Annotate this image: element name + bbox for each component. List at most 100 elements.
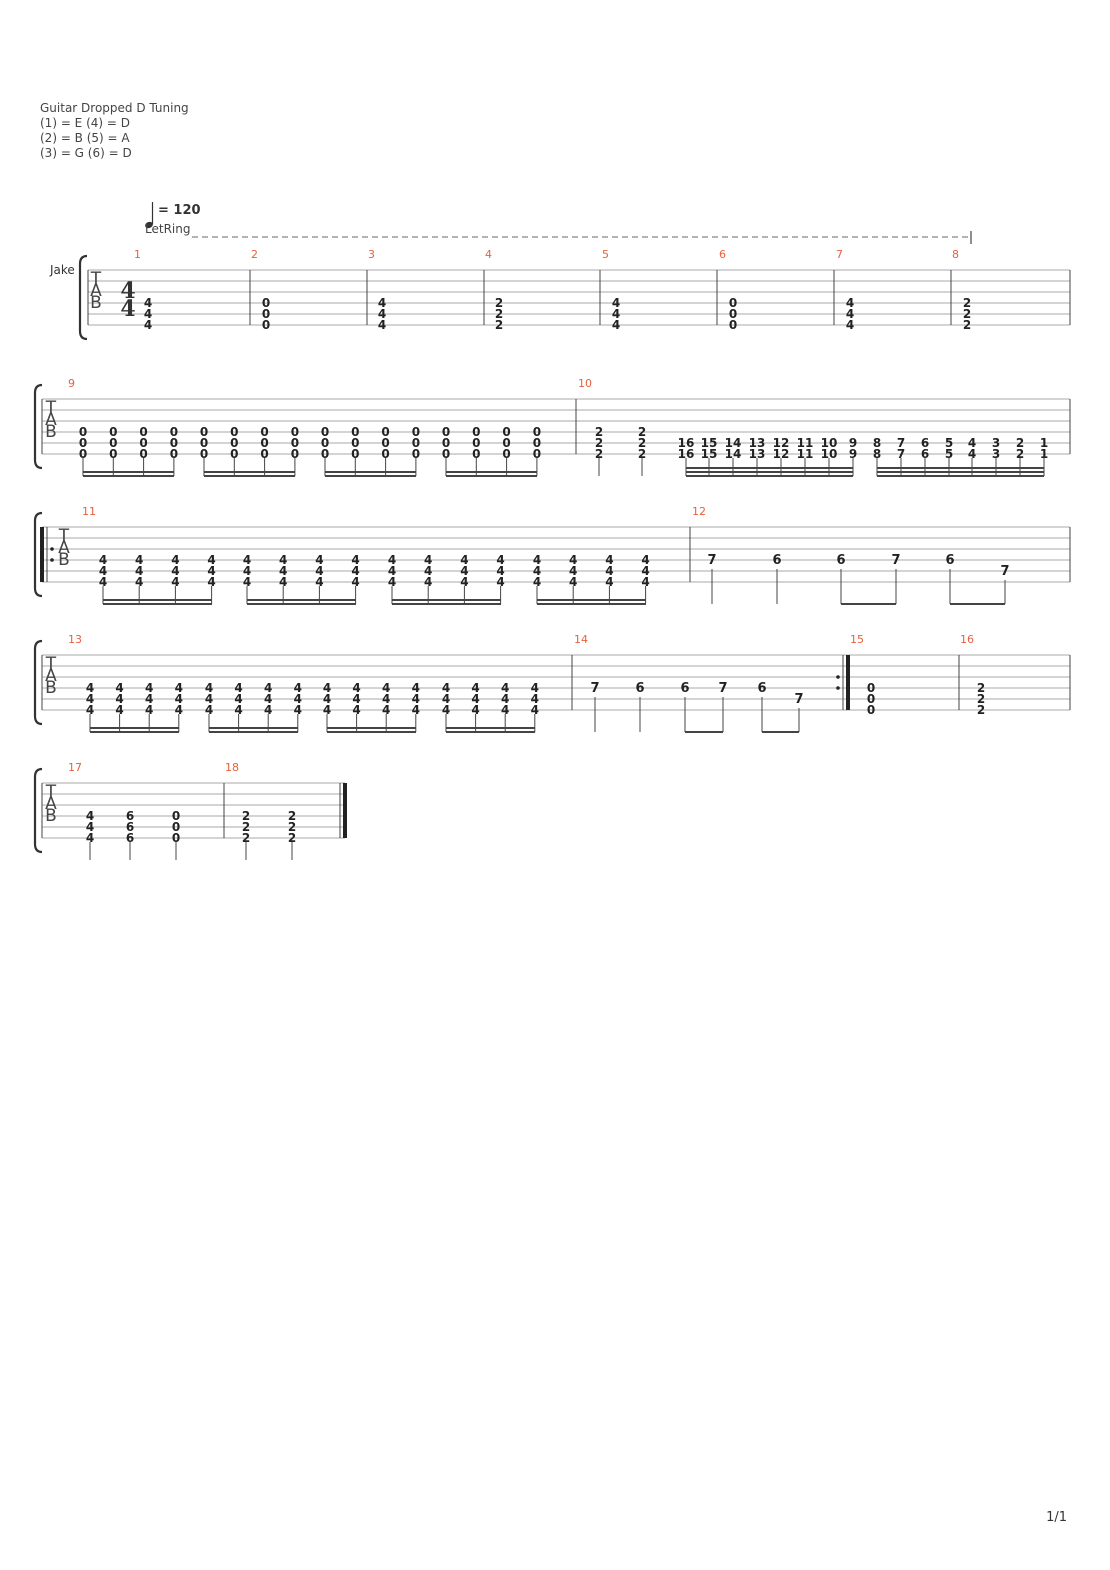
fret-number: 0 [533,436,541,450]
fret-number: 6 [680,681,689,696]
fret-number: 4 [412,703,420,717]
fret-number: 0 [170,447,178,461]
tab-clef-letter: A [58,538,70,558]
fret-number: 0 [381,425,389,439]
measure-number: 6 [719,248,726,261]
fret-number: 4 [205,681,213,695]
tuning-line-2: (2) = B (5) = A [40,131,130,145]
fret-number: 2 [977,681,985,695]
fret-number: 4 [86,809,94,823]
fret-number: 2 [595,425,603,439]
fret-number: 12 [773,436,790,450]
fret-number: 4 [382,681,390,695]
fret-number: 4 [315,553,323,567]
fret-number: 4 [294,703,302,717]
repeat-dot [50,558,54,562]
fret-number: 6 [945,553,954,568]
fret-number: 0 [867,692,875,706]
fret-number: 0 [867,703,875,717]
fret-number: 0 [262,318,270,332]
measure-number: 4 [485,248,492,261]
tempo-marking: = 120 [145,202,201,229]
fret-number: 4 [99,575,107,589]
fret-number: 4 [86,681,94,695]
fret-number: 4 [496,575,504,589]
fret-number: 0 [139,436,147,450]
tuning-title: Guitar Dropped D Tuning [40,101,189,115]
fret-number: 0 [139,447,147,461]
fret-number: 4 [533,564,541,578]
measure-number: 14 [574,633,588,646]
fret-number: 2 [242,820,250,834]
fret-number: 2 [977,703,985,717]
fret-number: 0 [472,447,480,461]
tab-clef-letter: B [45,422,57,442]
time-signature-top: 4 [120,278,135,304]
fret-number: 0 [79,436,87,450]
fret-number: 4 [846,296,854,310]
fret-number: 4 [294,692,302,706]
tuning-info: Guitar Dropped D Tuning (1) = E (4) = D … [40,101,189,161]
fret-number: 4 [315,564,323,578]
fret-number: 4 [533,575,541,589]
fret-number: 4 [460,564,468,578]
fret-number: 4 [234,703,242,717]
fret-number: 0 [412,447,420,461]
fret-number: 6 [126,820,134,834]
fret-number: 11 [797,447,814,461]
fret-number: 4 [496,564,504,578]
fret-number: 0 [230,425,238,439]
fret-number: 1 [1040,436,1048,450]
fret-number: 0 [291,436,299,450]
fret-number: 7 [590,681,599,696]
tab-clef-letter: T [45,398,57,418]
fret-number: 13 [749,447,766,461]
fret-number: 4 [388,553,396,567]
fret-number: 0 [502,425,510,439]
fret-number: 6 [635,681,644,696]
let-ring-label: LetRing [145,222,190,236]
measure-number: 16 [960,633,974,646]
fret-number: 2 [495,307,503,321]
fret-number: 2 [1016,447,1024,461]
page-number: 1/1 [1046,1510,1067,1525]
fret-number: 4 [501,692,509,706]
fret-number: 4 [531,681,539,695]
fret-number: 0 [172,831,180,845]
fret-number: 4 [99,553,107,567]
fret-number: 2 [288,809,296,823]
system-bracket [33,767,43,854]
fret-number: 4 [234,681,242,695]
fret-number: 2 [638,436,646,450]
fret-number: 0 [172,820,180,834]
fret-number: 4 [569,553,577,567]
fret-number: 4 [115,692,123,706]
fret-number: 0 [729,296,737,310]
fret-number: 4 [86,820,94,834]
fret-number: 4 [144,318,152,332]
fret-number: 6 [921,447,929,461]
fret-number: 7 [1000,564,1009,579]
tab-clef-letter: B [90,293,102,313]
fret-number: 15 [701,436,718,450]
fret-number: 0 [351,436,359,450]
fret-number: 8 [873,436,881,450]
fret-number: 0 [472,425,480,439]
fret-number: 4 [352,681,360,695]
measure-number: 3 [368,248,375,261]
fret-number: 4 [279,553,287,567]
fret-number: 4 [605,564,613,578]
fret-number: 4 [442,692,450,706]
fret-number: 0 [351,447,359,461]
fret-number: 4 [968,447,976,461]
fret-number: 4 [424,564,432,578]
repeat-dot [836,675,840,679]
tab-clef-letter: T [58,526,70,546]
fret-number: 0 [79,425,87,439]
fret-number: 4 [496,553,504,567]
fret-number: 4 [388,564,396,578]
fret-number: 7 [897,436,905,450]
fret-number: 4 [243,575,251,589]
